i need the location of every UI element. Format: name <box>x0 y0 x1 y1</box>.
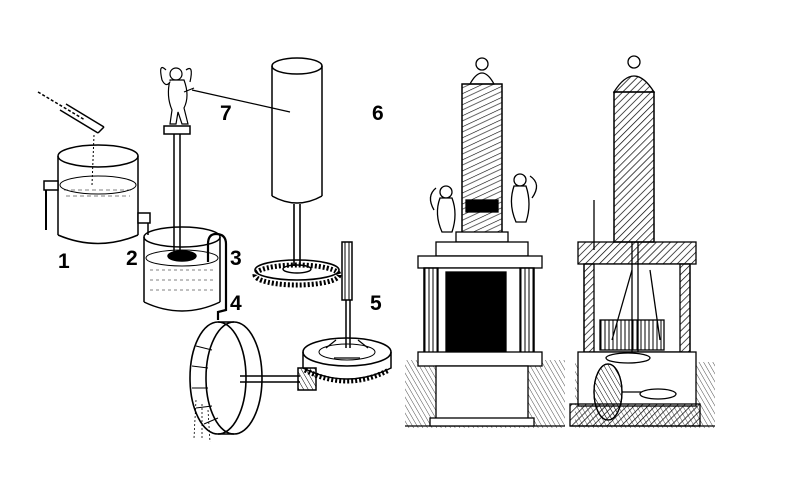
label-7: 7 <box>220 102 232 125</box>
label-3: 3 <box>230 247 242 270</box>
cherub-figure-left <box>429 185 456 233</box>
upper-reservoir <box>43 144 151 245</box>
clock-exterior-engraving <box>405 57 565 428</box>
water-wheel <box>189 321 317 443</box>
label-1: 1 <box>58 250 70 273</box>
label-4: 4 <box>230 292 242 315</box>
label-5: 5 <box>370 292 382 315</box>
cherub-figure-small <box>160 67 195 125</box>
clock-section-engraving <box>569 55 715 428</box>
float-vessel <box>143 226 228 320</box>
pointer-stick <box>191 89 291 113</box>
pinion-shaft <box>341 241 353 348</box>
float-rod <box>163 125 191 256</box>
drum-cylinder <box>271 57 323 266</box>
cherub-figure-right <box>510 173 538 223</box>
label-6: 6 <box>372 102 384 125</box>
upper-gear <box>252 259 342 288</box>
inflow-pipe <box>37 91 105 186</box>
schematic-left: 1 2 3 4 5 6 7 <box>37 57 392 443</box>
label-2: 2 <box>126 247 138 270</box>
